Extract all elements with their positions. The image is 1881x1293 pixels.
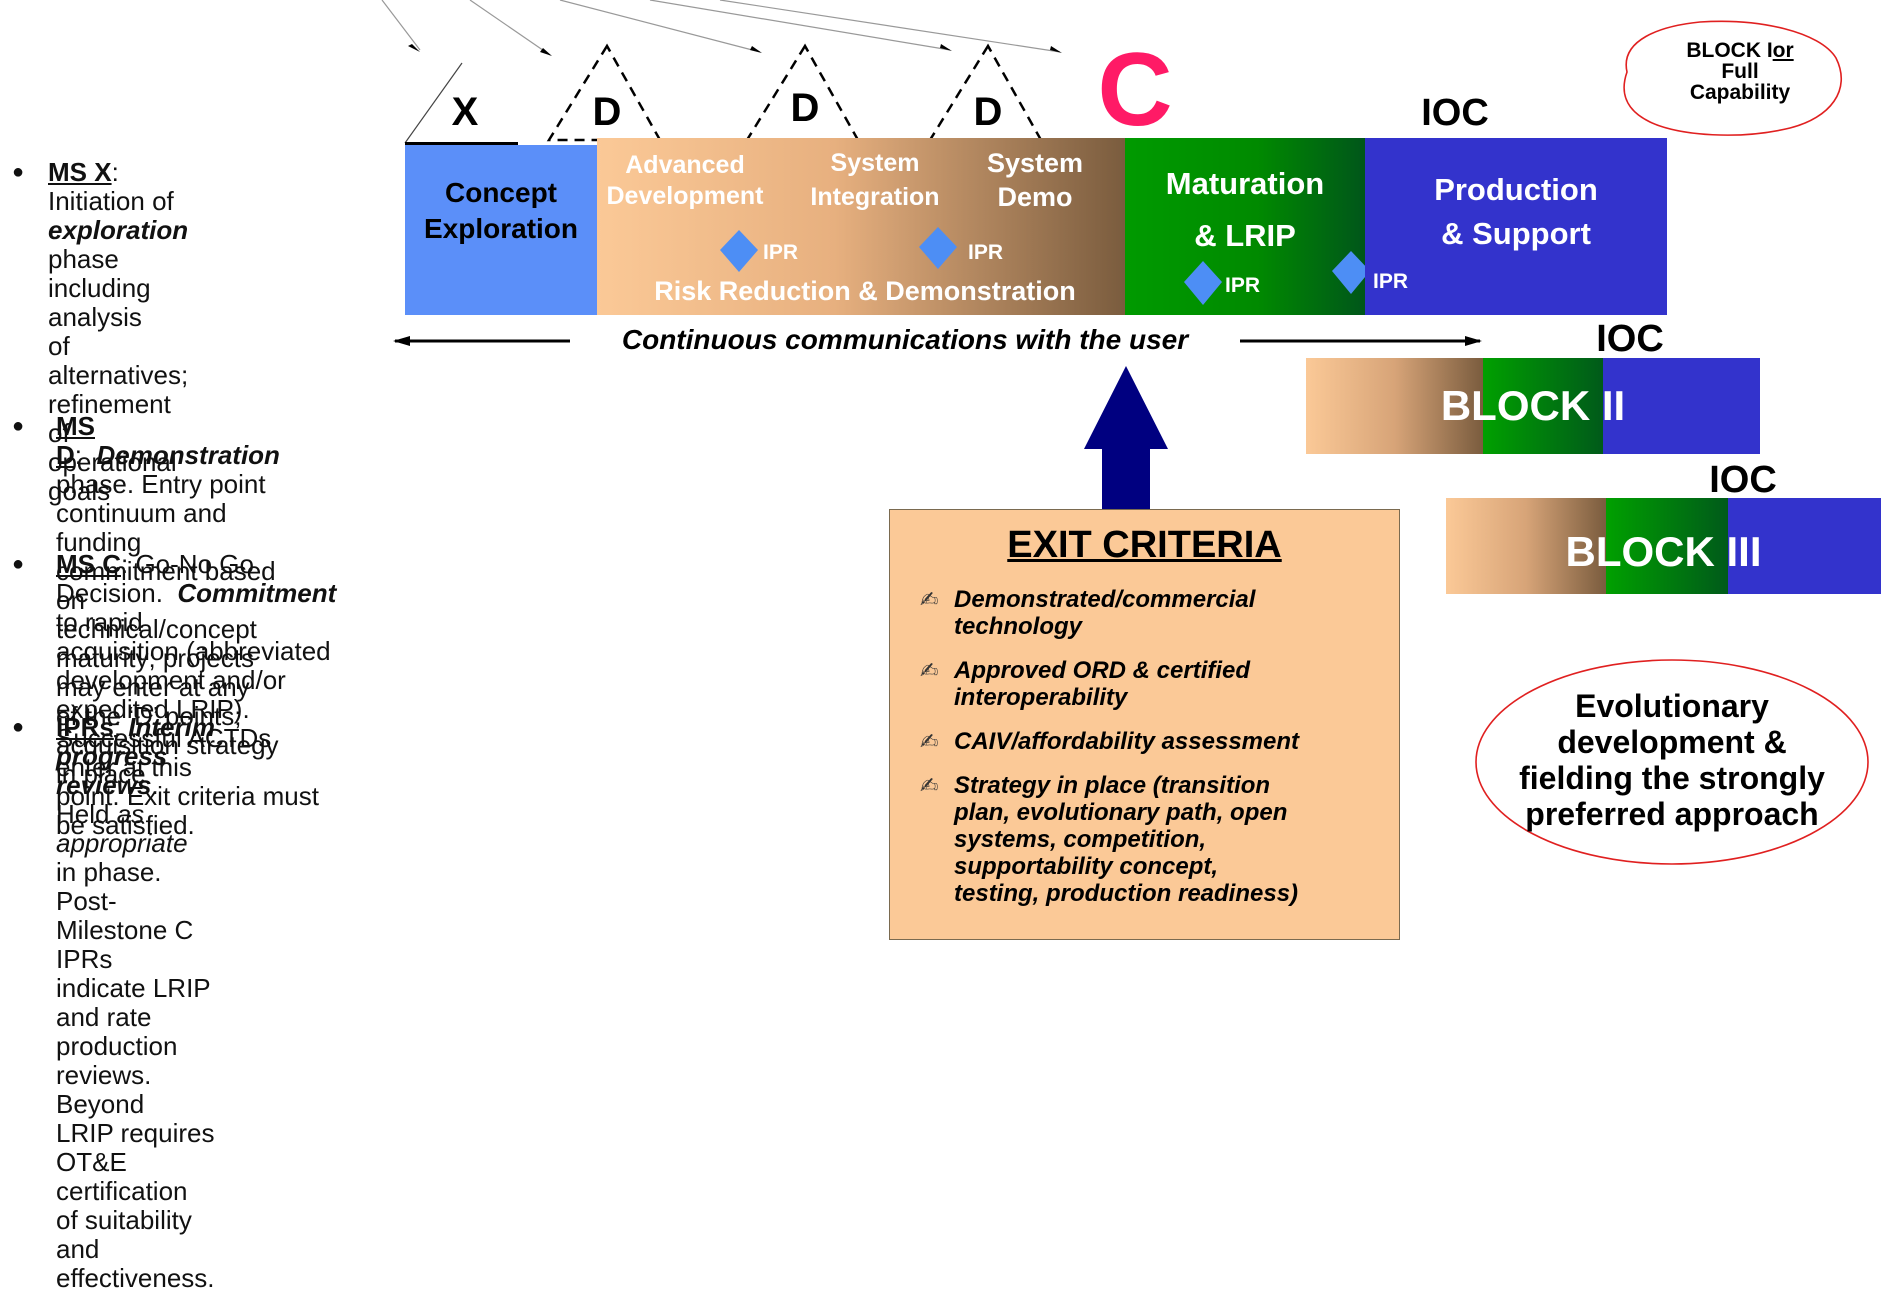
- ipr-label-1: IPR: [763, 241, 799, 264]
- ipr-label-4: IPR: [1373, 270, 1409, 293]
- bullet-dot: ●: [12, 716, 25, 738]
- block1-oval-text: BLOCK Ior Full Capability: [1686, 39, 1794, 104]
- ipr-diamond-3: [1184, 261, 1222, 305]
- phase-concept-exploration: Concept Exploration: [405, 145, 597, 315]
- continuous-arrow-left: [393, 336, 410, 346]
- phase-maturation-lrip: Maturation& LRIP: [1165, 166, 1325, 253]
- evolution-oval-text: Evolutionary development & fielding the …: [1519, 688, 1825, 832]
- ipr-diamond-1: [720, 230, 758, 272]
- ms-d-triangles: [546, 43, 1044, 142]
- evolution-oval: [1475, 659, 1869, 865]
- block3-label: BLOCK III: [1565, 528, 1762, 575]
- exit-criteria-title: EXIT CRITERIA: [1007, 524, 1282, 566]
- maturation-band: [1125, 138, 1365, 315]
- risk-reduction-label: Risk Reduction & Demonstration: [654, 276, 1076, 306]
- ipr-label-3: IPR: [1225, 274, 1261, 297]
- ms-d-label-3: D: [973, 90, 1003, 134]
- diagram-graphics: [381, 0, 1881, 865]
- pointer-lines: [381, 0, 1061, 56]
- ms-d-label-1: D: [592, 90, 622, 134]
- pen-icon: ✍: [920, 729, 939, 754]
- ioc-label-2: IOC: [1596, 318, 1664, 360]
- risk-reduction-band: [597, 138, 1125, 315]
- bullet-dot: ●: [12, 161, 25, 183]
- concept-line1: Concept: [445, 177, 557, 208]
- ms-x-term: MS X: [48, 157, 112, 187]
- continuous-communications: Continuous communications with the user: [570, 324, 1240, 356]
- ipr-diamond-2: [919, 227, 957, 269]
- ipr-diamonds: [720, 227, 1370, 305]
- continuous-arrow-right: [1465, 336, 1482, 346]
- block2-label: BLOCK II: [1440, 382, 1626, 429]
- ipr-label-2: IPR: [968, 241, 1004, 264]
- ms-x-label: X: [451, 90, 479, 134]
- pen-icon: ✍: [920, 658, 939, 683]
- ms-d-term: MS D: [56, 411, 95, 470]
- iprs-term: IPRs: [56, 712, 114, 742]
- ioc-label-3: IOC: [1709, 459, 1777, 501]
- concept-line2: Exploration: [423, 213, 578, 244]
- ms-c-label: C: [1097, 32, 1173, 148]
- pen-icon: ✍: [920, 773, 939, 798]
- pointer-arrowheads: [408, 44, 1062, 56]
- ms-c-term: MS C: [56, 549, 121, 579]
- block1-oval: [1623, 20, 1842, 136]
- bullet-dot: ●: [12, 415, 25, 437]
- pen-icon: ✍: [920, 587, 939, 612]
- ms-x-slant: [404, 62, 463, 144]
- bullet-dot: ●: [12, 553, 25, 575]
- ms-d-label-2: D: [790, 86, 820, 130]
- ioc-label-1: IOC: [1421, 92, 1489, 134]
- phase-production-support: Production& Support: [1365, 138, 1667, 315]
- ipr-diamond-4: [1332, 251, 1370, 294]
- up-arrow: [1084, 366, 1168, 509]
